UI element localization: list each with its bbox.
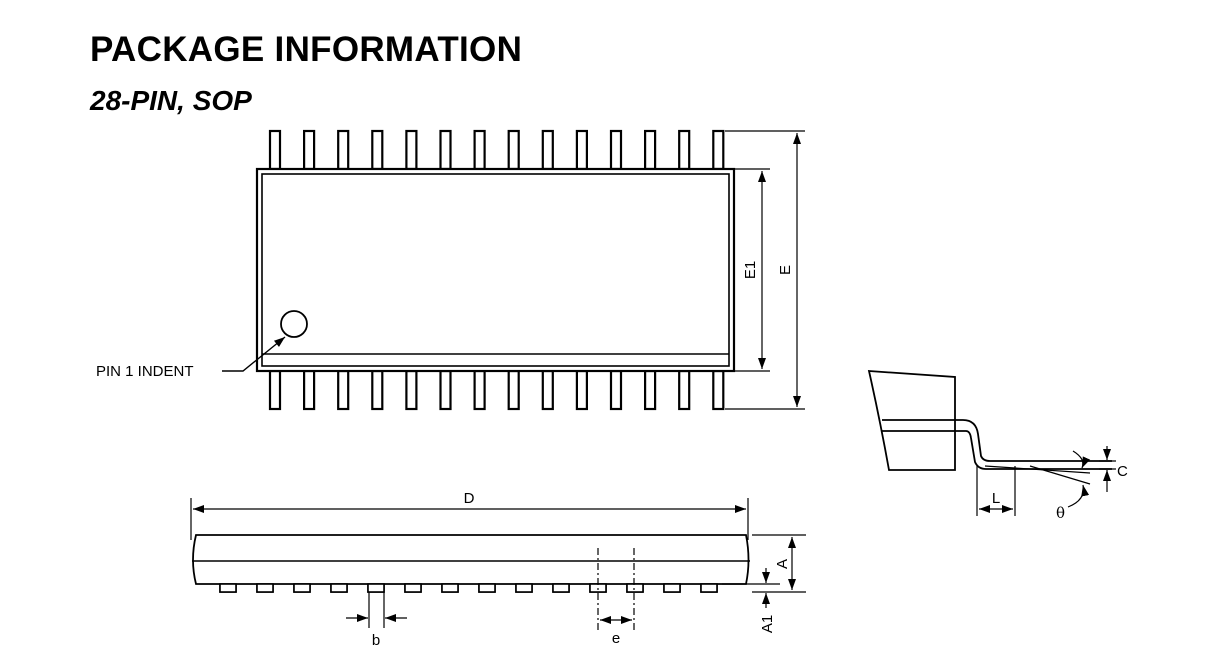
lead-detail-gull-wing <box>882 419 1112 470</box>
dim-E <box>725 130 805 410</box>
side-lead-foot <box>256 583 274 593</box>
dim-theta-label: θ <box>1056 504 1065 522</box>
side-lead-foot <box>441 583 459 593</box>
side-lead-foot <box>293 583 311 593</box>
top-pin-lower <box>575 369 589 411</box>
dim-b <box>346 592 407 628</box>
top-pin-lower <box>303 369 316 411</box>
top-pin-lower <box>439 369 452 411</box>
top-pin-upper <box>712 129 725 171</box>
top-pin-upper <box>678 129 691 171</box>
dim-L <box>976 466 1016 516</box>
seating-plane-line <box>984 465 1091 474</box>
top-pin-lower <box>337 369 350 411</box>
package-body-outer <box>255 167 736 373</box>
dim-A1 <box>722 568 780 608</box>
lead-detail <box>867 370 1112 485</box>
dim-E1 <box>734 168 770 372</box>
top-pin-lower <box>712 369 725 411</box>
top-pin-upper <box>541 129 554 171</box>
dim-D-label: D <box>464 490 475 507</box>
side-view <box>192 534 750 632</box>
side-lead-foot <box>626 583 644 593</box>
dim-L-label: L <box>992 490 1000 507</box>
side-lead-foot <box>552 583 570 593</box>
top-view <box>222 129 736 411</box>
top-pin-lower <box>643 369 657 411</box>
top-pin-upper <box>371 129 384 171</box>
dim-C <box>1099 446 1116 492</box>
dim-E1-label: E1 <box>742 261 759 279</box>
side-body <box>192 534 750 585</box>
top-pins-lower <box>268 369 725 411</box>
top-pin-lower <box>507 369 520 411</box>
top-pin-upper <box>507 129 520 171</box>
top-pin-upper <box>439 129 452 171</box>
side-lead-foot <box>700 583 718 593</box>
top-pin-upper <box>303 129 316 171</box>
dim-e-label: e <box>612 630 620 647</box>
dim-A-label: A <box>774 559 791 569</box>
top-pin-lower <box>371 369 384 411</box>
top-pin-lower <box>473 369 486 411</box>
package-subtitle: 28-PIN, SOP <box>90 85 252 116</box>
top-pin-lower <box>405 369 418 411</box>
top-pin-lower <box>678 369 691 411</box>
dim-D <box>190 498 749 540</box>
top-pin-lower <box>268 369 282 411</box>
pin1-indent-circle <box>280 310 308 338</box>
dim-A1-label: A1 <box>759 615 776 633</box>
side-lead-foot <box>367 583 385 593</box>
package-body-inner <box>261 173 730 367</box>
top-pin-upper <box>643 129 657 171</box>
dim-theta <box>1067 450 1091 508</box>
top-pin-upper <box>575 129 589 171</box>
side-lead-foot <box>515 583 533 593</box>
dim-C-label: C <box>1117 463 1128 480</box>
dim-E-label: E <box>777 265 794 275</box>
top-pin-lower <box>541 369 554 411</box>
side-lead-foot <box>663 583 681 593</box>
top-pin-lower <box>609 369 623 411</box>
top-pin-upper <box>405 129 418 171</box>
page-title: PACKAGE INFORMATION <box>90 30 523 69</box>
top-pin-upper <box>473 129 486 171</box>
side-lead-stubs <box>219 583 718 593</box>
top-pin-upper <box>609 129 623 171</box>
pin1-leader-line <box>222 336 286 372</box>
dim-A <box>752 534 806 593</box>
side-lead-foot <box>219 583 237 593</box>
top-pins-upper <box>268 129 725 171</box>
side-lead-foot <box>478 583 496 593</box>
side-lead-foot <box>404 583 422 593</box>
theta-reference-line <box>1029 465 1091 485</box>
top-pin-upper <box>268 129 282 171</box>
side-lead-foot <box>330 583 348 593</box>
dim-b-label: b <box>372 632 380 649</box>
pin1-indent-label: PIN 1 INDENT <box>96 363 194 380</box>
top-pin-upper <box>337 129 350 171</box>
